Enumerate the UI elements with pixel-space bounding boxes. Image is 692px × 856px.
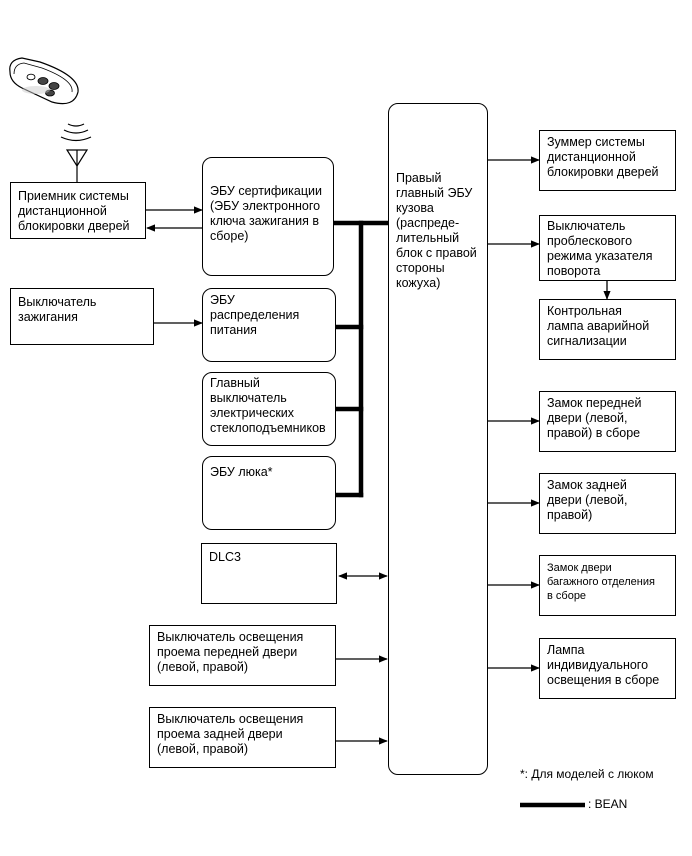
bean-legend-label: : BEAN <box>588 797 628 811</box>
flasher-switch-box: Выключатель проблескового режима указате… <box>539 215 676 281</box>
rear-door-lock-box: Замок задней двери (левой, правой) <box>539 473 676 534</box>
wireless-buzzer-box: Зуммер системы дистанционной блокировки … <box>539 130 676 191</box>
front-door-lock-box: Замок передней двери (левой, правой) в с… <box>539 391 676 452</box>
personal-light-box: Лампа индивидуального освещения в сборе <box>539 638 676 699</box>
power-window-master-switch-box: Главный выключатель электрических стекло… <box>202 372 336 446</box>
certification-ecu-box: ЭБУ сертификации (ЭБУ электронного ключа… <box>202 157 334 276</box>
front-door-courtesy-switch-box: Выключатель освещения проема передней дв… <box>149 625 336 686</box>
sunroof-ecu-box: ЭБУ люка* <box>202 456 336 530</box>
sunroof-footnote: *: Для моделей с люком <box>520 767 654 781</box>
key-fob-transmitter-icon <box>9 57 79 105</box>
bean-bus <box>331 220 391 498</box>
trunk-lock-box: Замок двери багажного отделения в сборе <box>539 555 676 616</box>
radio-waves-icon <box>60 123 92 142</box>
remote-receiver-box: Приемник системы дистанционной блокировк… <box>10 182 146 239</box>
ignition-switch-box: Выключатель зажигания <box>10 288 154 345</box>
hazard-indicator-lamp-box: Контрольная лампа аварийной сигнализации <box>539 299 676 360</box>
power-distribution-ecu-box: ЭБУ распределения питания <box>202 288 336 362</box>
main-body-ecu-box: Правый главный ЭБУ кузова (распреде- лит… <box>388 103 488 775</box>
antenna-icon <box>65 149 89 182</box>
rear-door-courtesy-switch-box: Выключатель освещения проема задней двер… <box>149 707 336 768</box>
dlc3-box: DLC3 <box>201 543 337 604</box>
